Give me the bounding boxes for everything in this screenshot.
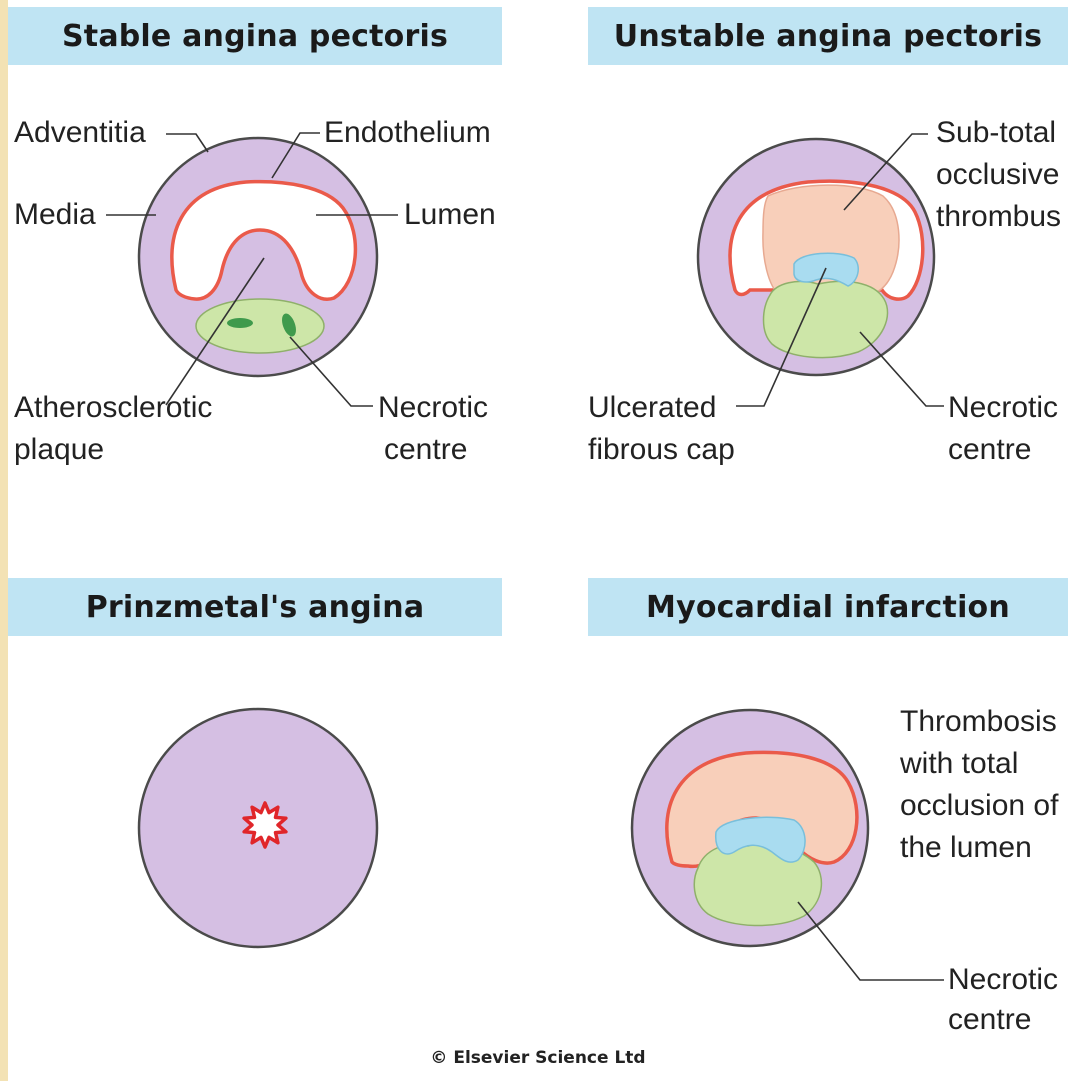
label-necrotic-2: centre xyxy=(948,430,1031,470)
label-thrombosis-3: occlusion of xyxy=(900,786,1058,826)
stable-angina-vessel xyxy=(106,133,398,406)
label-lumen: Lumen xyxy=(404,195,496,235)
label-thrombus-3: thrombus xyxy=(936,197,1061,237)
label-cap-1: Ulcerated xyxy=(588,388,716,428)
label-necrotic-1: Necrotic xyxy=(948,388,1058,428)
label-necrotic-1: Necrotic xyxy=(948,960,1058,1000)
subtotal-thrombus xyxy=(763,185,899,296)
label-cap-2: fibrous cap xyxy=(588,430,735,470)
label-thrombus-1: Sub-total xyxy=(936,113,1056,153)
prinzmetal-vessel xyxy=(139,709,377,947)
label-necrotic-2: centre xyxy=(384,430,467,470)
necrotic-spot xyxy=(227,318,253,328)
figure-canvas: Stable angina pectoris Unstable angina p… xyxy=(8,0,1068,1081)
leader-adventitia xyxy=(166,134,208,152)
label-plaque-1: Atherosclerotic xyxy=(14,388,212,428)
label-plaque-2: plaque xyxy=(14,430,104,470)
diagram-artwork xyxy=(8,0,1068,1081)
label-necrotic-2: centre xyxy=(948,1000,1031,1040)
necrotic-core xyxy=(764,281,888,357)
label-endothelium: Endothelium xyxy=(324,113,491,153)
unstable-angina-vessel xyxy=(698,134,944,406)
label-thrombosis-1: Thrombosis xyxy=(900,702,1057,742)
copyright-notice: © Elsevier Science Ltd xyxy=(8,1048,1068,1068)
label-thrombosis-2: with total xyxy=(900,744,1018,784)
label-necrotic-1: Necrotic xyxy=(378,388,488,428)
label-adventitia: Adventitia xyxy=(14,113,146,153)
label-media: Media xyxy=(14,195,96,235)
label-thrombus-2: occlusive xyxy=(936,155,1059,195)
plaque-core xyxy=(196,299,324,353)
label-thrombosis-4: the lumen xyxy=(900,828,1032,868)
mi-vessel xyxy=(632,710,944,980)
